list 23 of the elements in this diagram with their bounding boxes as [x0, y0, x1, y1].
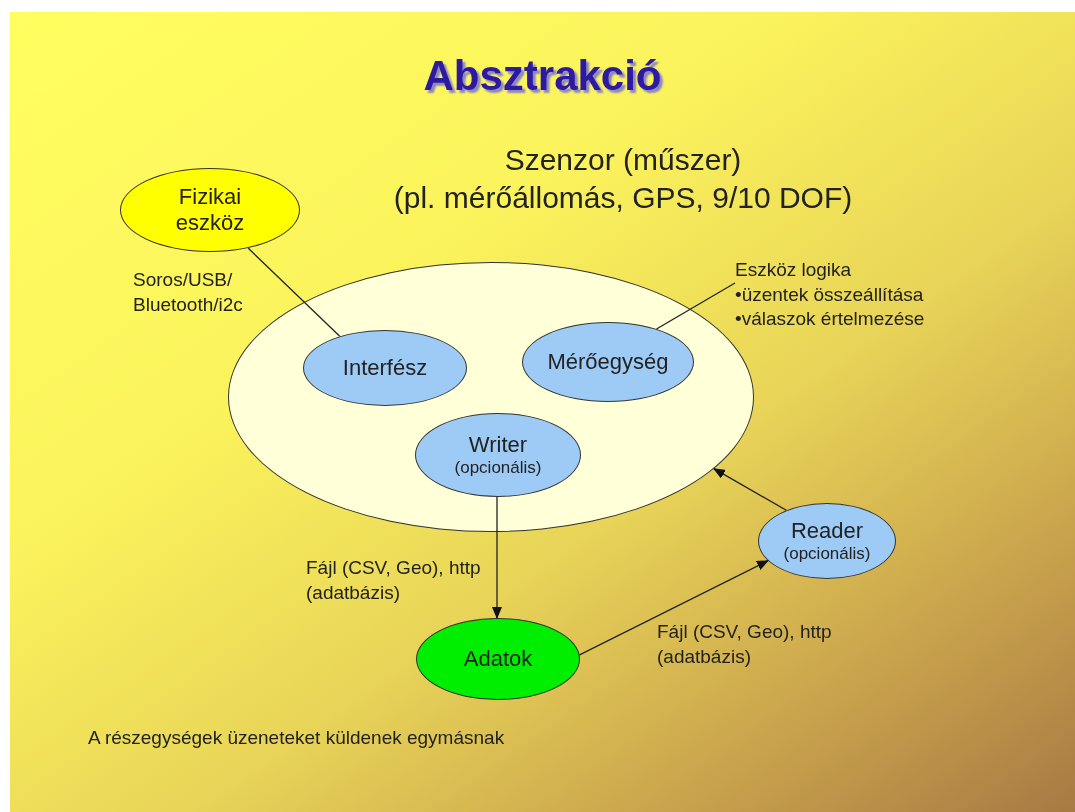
- footnote: A részegységek üzeneteket küldenek egymásnak: [88, 727, 505, 749]
- arrow: [578, 560, 769, 656]
- arrow: [713, 468, 788, 511]
- note-bullet: •üzentek összeállítása: [735, 282, 925, 307]
- node-sublabel: (opcionális): [454, 458, 542, 478]
- slide-title: Absztrakció: [422, 52, 663, 100]
- edge-label: Fájl (CSV, Geo), http (adatbázis): [657, 620, 833, 669]
- connector-line: [247, 247, 341, 337]
- node-label: Fizikai eszköz: [174, 183, 246, 237]
- note-heading: Eszköz logika: [735, 258, 853, 282]
- node-label: Mérőegység: [547, 348, 669, 376]
- sensor-heading: (pl. mérőállomás, GPS, 9/10 DOF): [392, 180, 854, 216]
- arrow: [492, 496, 502, 619]
- node-label: Adatok: [463, 645, 533, 673]
- node-label: Reader: [790, 518, 864, 545]
- leader-line: [655, 282, 736, 330]
- node-label: Writer: [468, 432, 528, 459]
- node-label: Interfész: [342, 354, 428, 382]
- edge-label: Soros/USB/ Bluetooth/i2c: [133, 268, 244, 317]
- sensor-heading: Szenzor (műszer): [503, 142, 743, 178]
- note-bullet: •válaszok értelmezése: [735, 307, 926, 332]
- edge-label: Fájl (CSV, Geo), http (adatbázis): [306, 556, 482, 605]
- node-sublabel: (opcionális): [783, 544, 871, 564]
